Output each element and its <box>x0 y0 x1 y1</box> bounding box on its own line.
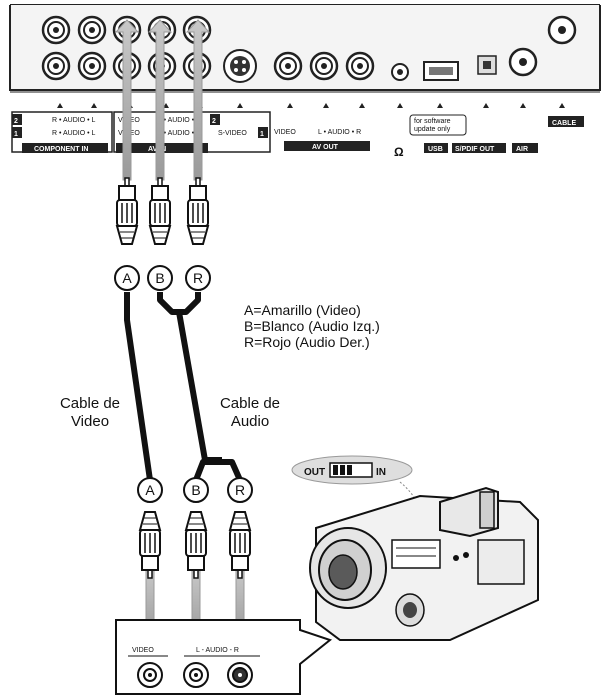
port-marker-11 <box>437 103 443 108</box>
audio-cable-label-2: Audio <box>231 413 269 430</box>
plug-label-a-bottom: A <box>145 482 155 498</box>
legend-line-b: B=Blanco (Audio Izq.) <box>244 318 380 334</box>
camcorder-audio-label: L - AUDIO - R <box>196 647 239 654</box>
port-marker-1 <box>57 103 63 108</box>
component-in-labels: 2 1 R • AUDIO • L R • AUDIO • L COMPONEN… <box>11 111 113 153</box>
camcorder-video-label: VIDEO <box>132 647 154 654</box>
rca-jack-top-2[interactable] <box>77 15 107 45</box>
component-in-title: COMPONENT IN <box>34 146 88 153</box>
rca-jack-bottom-8[interactable] <box>345 51 375 81</box>
rca-plug-top-a <box>115 177 139 245</box>
port-marker-6 <box>237 103 243 108</box>
camcorder-audio-right-jack[interactable] <box>227 662 253 688</box>
port-marker-12 <box>483 103 489 108</box>
component-in-row1: R • AUDIO • L <box>52 130 96 137</box>
headphone-label: Ω <box>394 145 404 159</box>
legend-line-a: A=Amarillo (Video) <box>244 302 361 318</box>
port-marker-2 <box>91 103 97 108</box>
spdif-port[interactable] <box>477 55 497 75</box>
camcorder-jack-panel: VIDEO L - AUDIO - R <box>115 619 333 695</box>
camcorder-video-jack[interactable] <box>137 662 163 688</box>
av-out-audio: L • AUDIO • R <box>318 129 361 136</box>
av-in-num2: 2 <box>212 118 216 125</box>
av-in-audio2: L • AUDIO • R <box>158 117 201 124</box>
port-markers <box>57 103 565 108</box>
port-marker-7 <box>287 103 293 108</box>
color-legend: A=Amarillo (Video) B=Blanco (Audio Izq.)… <box>244 302 380 350</box>
rca-plug-bottom-r <box>228 511 252 579</box>
video-cable-label-2: Video <box>71 413 109 430</box>
cable-antenna-jack[interactable] <box>547 15 577 45</box>
av-in-audio1: L • AUDIO • R <box>158 130 201 137</box>
rca-plugs-bottom <box>138 511 252 579</box>
rca-plug-top-r <box>186 177 210 245</box>
rca-jack-top-1[interactable] <box>41 15 71 45</box>
port-marker-13 <box>520 103 526 108</box>
plug-labels-top: A B R <box>114 265 211 291</box>
plug-label-r-bottom: R <box>235 482 245 498</box>
video-cable-label-1: Cable de <box>60 395 120 412</box>
rca-plugs-top <box>115 177 210 245</box>
rca-plug-bottom-a <box>138 511 162 579</box>
port-marker-9 <box>359 103 365 108</box>
arrow-up-a <box>114 19 140 181</box>
air-label: AIR <box>516 146 528 153</box>
plug-label-b-bottom: B <box>191 482 200 498</box>
rca-jack-bottom-6[interactable] <box>273 51 303 81</box>
cable-wires <box>124 292 243 482</box>
plug-label-b-top: B <box>155 270 164 286</box>
rca-jack-bottom-1[interactable] <box>41 51 71 81</box>
headphone-jack[interactable] <box>391 63 409 81</box>
switch-in-label: IN <box>376 467 386 478</box>
av-in-labels: VIDEO L • AUDIO • R VIDEO L • AUDIO • R … <box>113 111 271 153</box>
air-antenna-jack[interactable] <box>508 47 538 77</box>
cable-label: CABLE <box>552 120 576 127</box>
plug-labels-bottom: A B R <box>137 477 253 503</box>
camcorder: OUT IN <box>291 455 539 641</box>
rca-jack-bottom-2[interactable] <box>77 51 107 81</box>
component-in-num1: 1 <box>14 131 18 138</box>
plug-label-a-top: A <box>122 270 132 286</box>
usb-label: USB <box>428 146 443 153</box>
s-video-jack[interactable] <box>223 49 257 83</box>
arrow-up-b <box>147 19 173 181</box>
port-marker-8 <box>323 103 329 108</box>
audio-cable-label-1: Cable de <box>220 395 280 412</box>
rca-plug-bottom-b <box>184 511 208 579</box>
av-in-svideo: S-VIDEO <box>218 130 247 137</box>
component-in-num2: 2 <box>14 118 18 125</box>
plug-label-r-top: R <box>193 270 203 286</box>
av-out-title: AV OUT <box>312 144 339 151</box>
rca-plug-top-b <box>148 177 172 245</box>
port-marker-10 <box>397 103 403 108</box>
legend-line-r: R=Rojo (Audio Der.) <box>244 334 370 350</box>
camcorder-audio-left-jack[interactable] <box>183 662 209 688</box>
spdif-label: S/PDIF OUT <box>455 146 495 153</box>
av-out-labels: VIDEO L • AUDIO • R AV OUT <box>274 129 370 151</box>
av-out-video: VIDEO <box>274 129 296 136</box>
component-in-row2: R • AUDIO • L <box>52 117 96 124</box>
arrow-up-r <box>185 19 211 181</box>
cable-labels: Cable de Video Cable de Audio <box>60 395 280 430</box>
port-marker-14 <box>559 103 565 108</box>
usb-port[interactable] <box>423 61 459 81</box>
rca-jack-bottom-7[interactable] <box>309 51 339 81</box>
av-in-num1: 1 <box>260 131 264 138</box>
switch-out-label: OUT <box>304 467 325 478</box>
